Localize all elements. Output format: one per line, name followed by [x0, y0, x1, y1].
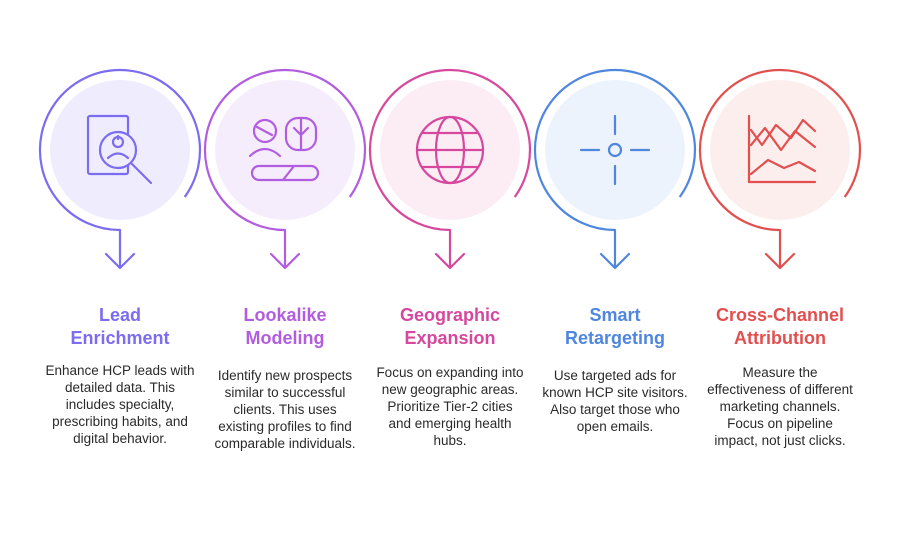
step-ring [368, 68, 532, 232]
step-arrow [764, 228, 796, 270]
step-circle [215, 80, 355, 220]
step-arrow [599, 228, 631, 270]
step-lead-enrichment [38, 68, 202, 270]
step-description-smart-retargeting: Use targeted ads for known HCP site visi… [542, 368, 688, 434]
search-profile-icon [86, 114, 153, 185]
title-line: Lead [98, 305, 141, 325]
title-line: Enrichment [70, 328, 170, 348]
title-line: Cross-Channel [715, 305, 845, 325]
step-ring [698, 68, 862, 232]
step-cross-channel-attribution [698, 68, 862, 270]
step-description-lead-enrichment: Enhance HCP leads with detailed data. Th… [45, 363, 195, 446]
title-line: Lookalike [243, 305, 327, 325]
step-title-cross-channel-attribution: Cross-Channel Attribution [698, 304, 863, 350]
title-line: Modeling [245, 328, 325, 348]
step-description-geographic-expansion: Focus on expanding into new geographic a… [376, 365, 524, 448]
title-line: Expansion [404, 328, 496, 348]
step-ring [533, 68, 697, 232]
title-line: Geographic [399, 305, 501, 325]
step-smart-retargeting [533, 68, 697, 270]
title-line: Attribution [734, 328, 826, 348]
step-title-smart-retargeting: Smart Retargeting [533, 304, 698, 350]
crosshair-icon [579, 114, 651, 186]
step-lookalike-modeling [203, 68, 367, 270]
lookalike-profiles-icon [248, 116, 320, 182]
step-circle [545, 80, 685, 220]
step-arrow [434, 228, 466, 270]
globe-icon [415, 115, 485, 185]
step-ring [38, 68, 202, 232]
step-title-lookalike-modeling: Lookalike Modeling [203, 304, 368, 350]
step-ring [203, 68, 367, 232]
step-title-geographic-expansion: Geographic Expansion [368, 304, 533, 350]
step-geographic-expansion [368, 68, 532, 270]
step-description-cross-channel-attribution: Measure the effectiveness of different m… [707, 365, 853, 448]
step-arrow [104, 228, 136, 270]
line-chart-icon [747, 114, 817, 184]
title-line: Retargeting [564, 328, 665, 348]
title-line: Smart [589, 305, 641, 325]
step-description-lookalike-modeling: Identify new prospects similar to succes… [214, 368, 356, 451]
step-arrow [269, 228, 301, 270]
step-title-lead-enrichment: Lead Enrichment [38, 304, 203, 350]
